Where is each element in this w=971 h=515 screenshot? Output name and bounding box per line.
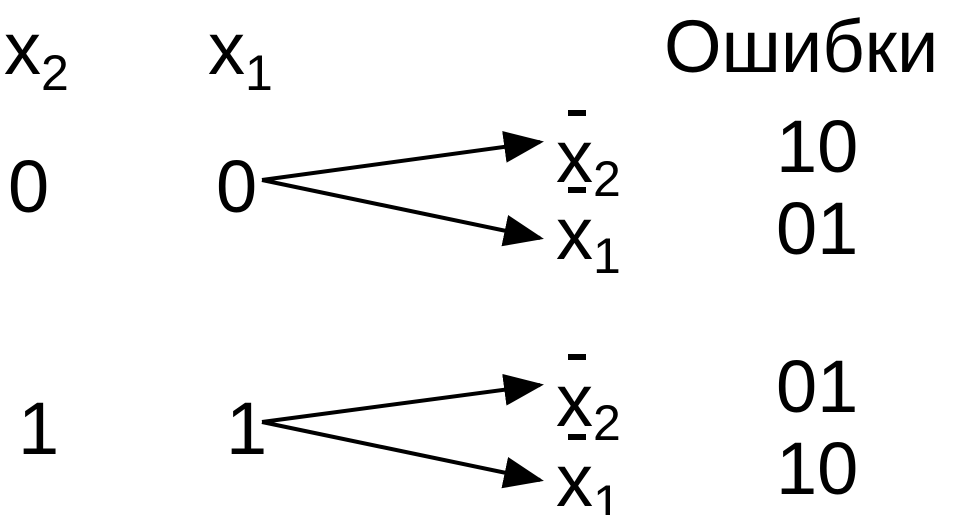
row2-out2-negation-bar (568, 434, 586, 440)
row1-out1-label: x2 (556, 120, 621, 205)
row1-x2-value: 0 (8, 145, 50, 228)
row2-out2-error: 10 (776, 427, 859, 510)
row1-out2-label: x1 (556, 197, 621, 282)
row2-out1-label: x2 (556, 364, 621, 449)
header-x2: x2 (4, 12, 69, 99)
row2-out2-base: x (556, 439, 593, 515)
row1-out2-error: 01 (776, 187, 859, 270)
header-x2-base: x (4, 7, 41, 90)
row1-out2-base: x (556, 192, 593, 275)
row1-out1-base: x (556, 115, 593, 198)
row2-out2-subscript: 1 (593, 475, 621, 515)
row1-out2-subscript: 1 (593, 228, 621, 284)
row1-out1-error: 10 (776, 105, 859, 188)
row1-x1-value: 0 (216, 145, 258, 228)
row2-out1-negation-bar (568, 354, 586, 360)
row1-arrow-to-out2 (261, 178, 544, 247)
row2-out2-label: x1 (556, 444, 621, 515)
row2-arrow-to-out2 (261, 420, 544, 489)
row2-x1-value: 1 (226, 387, 268, 470)
row2-out1-error: 01 (776, 345, 859, 428)
errors-title: Ошибки (664, 5, 939, 88)
header-x1-base: x (208, 7, 245, 90)
row1-out1-subscript: 2 (593, 151, 621, 207)
row2-out1-base: x (556, 359, 593, 442)
header-x2-subscript: 2 (41, 45, 69, 101)
row2-x2-value: 1 (18, 387, 60, 470)
row1-out1-negation-bar (568, 110, 586, 116)
row2-arrow-to-out1 (261, 373, 544, 424)
row1-out2-negation-bar (568, 187, 586, 193)
header-x1-subscript: 1 (245, 45, 273, 101)
header-x1: x1 (208, 12, 273, 99)
row2-out1-subscript: 2 (593, 395, 621, 451)
row1-arrow-to-out1 (261, 131, 544, 182)
